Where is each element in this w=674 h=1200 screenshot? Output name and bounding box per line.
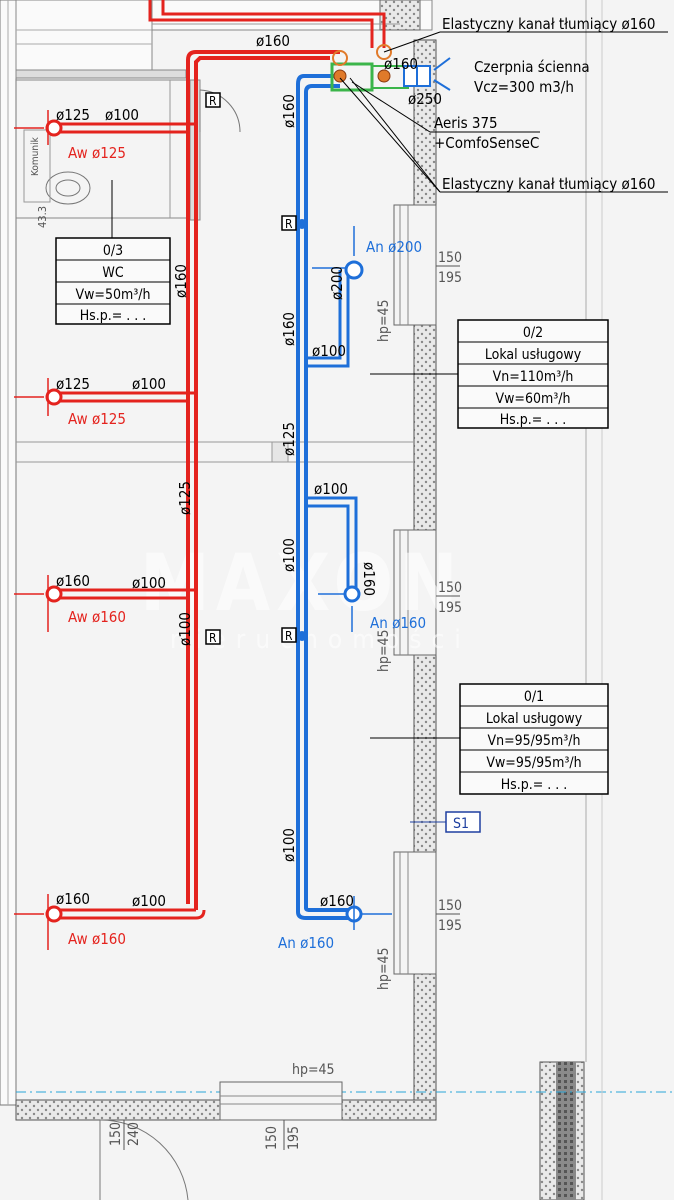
svg-text:R: R	[209, 631, 217, 645]
label-aw125-wc: Aw ø125	[68, 144, 126, 162]
svg-text:Vw=95/95m³/h: Vw=95/95m³/h	[486, 755, 581, 771]
svg-text:Komunik: Komunik	[30, 136, 41, 176]
label-an160-bottom: An ø160	[278, 934, 334, 952]
supply-terminal-2	[343, 585, 361, 603]
label-d250: ø250	[408, 90, 442, 108]
label-elastic-bottom: Elastyczny kanał tłumiący ø160	[442, 175, 655, 193]
room-table-0-3: 0/3 WC Vw=50m³/h Hs.p.= . . .	[55, 180, 171, 325]
exhaust-terminal-2	[45, 388, 63, 406]
label-aw160-3: Aw ø160	[68, 608, 126, 626]
section-marker-s1[interactable]: S1	[410, 811, 481, 833]
label-riser-d100: ø100	[176, 612, 194, 646]
label-d160-mid: ø160	[360, 562, 378, 596]
label-riser-d100-b: ø100	[280, 828, 298, 862]
label-aw160-4: Aw ø160	[68, 930, 126, 948]
label-unit-sensor: +ComfoSenseC	[434, 134, 539, 152]
svg-text:43.3: 43.3	[36, 206, 49, 228]
svg-text:hp=45: hp=45	[376, 629, 392, 672]
svg-text:hp=45: hp=45	[376, 947, 392, 990]
svg-text:Vw=60m³/h: Vw=60m³/h	[495, 391, 570, 407]
label-d100-4: ø100	[132, 892, 166, 910]
svg-text:150: 150	[108, 1122, 124, 1146]
label-riser-d100: ø100	[280, 538, 298, 572]
label-d100-upper: ø100	[312, 342, 346, 360]
label-riser-d160: ø160	[280, 94, 298, 128]
window-frames	[219, 204, 437, 1121]
label-unit-d160: ø160	[384, 55, 418, 73]
svg-text:195: 195	[286, 1126, 302, 1150]
svg-text:240: 240	[126, 1122, 142, 1146]
label-d100-3: ø100	[132, 574, 166, 592]
room-table-0-1: 0/1 Lokal usługowy Vn=95/95m³/h Vw=95/95…	[370, 683, 609, 795]
label-d100-wc: ø100	[105, 106, 139, 124]
room-table-0-2: 0/2 Lokal usługowy Vn=110m³/h Vw=60m³/h …	[370, 319, 609, 429]
label-d125-2: ø125	[56, 375, 90, 393]
svg-text:Lokal usługowy: Lokal usługowy	[486, 711, 583, 727]
svg-text:R: R	[285, 217, 293, 231]
label-aw125-2: Aw ø125	[68, 410, 126, 428]
svg-text:Vn=95/95m³/h: Vn=95/95m³/h	[488, 733, 581, 749]
svg-text:0/2: 0/2	[523, 325, 543, 341]
label-riser-d125: ø125	[176, 481, 194, 515]
svg-text:195: 195	[438, 270, 462, 286]
label-an160-mid: An ø160	[370, 614, 426, 632]
window-dimensions: 150 195 hp=45 150 195 hp=45 150 195 hp=4…	[292, 250, 462, 1078]
svg-text:150: 150	[264, 1126, 280, 1150]
svg-text:R: R	[285, 629, 293, 643]
label-riser-d125: ø125	[280, 422, 298, 456]
bottom-dimensions: 150 240 150 195	[108, 1120, 302, 1150]
svg-text:Vn=110m³/h: Vn=110m³/h	[493, 369, 574, 385]
supply-terminal-1	[344, 260, 364, 280]
svg-text:Hs.p.= . . .: Hs.p.= . . .	[500, 412, 567, 428]
label-elastic-top: Elastyczny kanał tłumiący ø160	[442, 15, 655, 33]
svg-text:Vw=50m³/h: Vw=50m³/h	[75, 287, 150, 303]
label-d160-bottom: ø160	[320, 892, 354, 910]
svg-text:S1: S1	[453, 816, 469, 832]
label-d100-2: ø100	[132, 375, 166, 393]
exhaust-terminal-3	[45, 585, 63, 603]
svg-text:Hs.p.= . . .: Hs.p.= . . .	[501, 777, 568, 793]
label-an200: An ø200	[366, 238, 422, 256]
unit-annotations: Elastyczny kanał tłumiący ø160 ø160 ø250…	[339, 15, 668, 193]
svg-text:0/3: 0/3	[103, 243, 123, 259]
supply-labels: An ø200 ø200 ø100 ø100 ø160 An ø160 ø160…	[278, 94, 426, 952]
label-d160-3: ø160	[56, 572, 90, 590]
svg-text:150: 150	[438, 580, 462, 596]
svg-text:150: 150	[438, 250, 462, 266]
label-d100-mid: ø100	[314, 480, 348, 498]
svg-text:195: 195	[438, 600, 462, 616]
svg-text:0/1: 0/1	[524, 689, 544, 705]
label-d200: ø200	[328, 266, 346, 300]
svg-text:hp=45: hp=45	[292, 1062, 335, 1078]
svg-text:150: 150	[438, 898, 462, 914]
label-vcz: Vcz=300 m3/h	[474, 78, 574, 96]
label-riser-d160: ø160	[172, 264, 190, 298]
label-intake: Czerpnia ścienna	[474, 58, 590, 76]
supply-system: R R	[281, 74, 392, 930]
hrv-unit	[330, 44, 431, 92]
svg-text:hp=45: hp=45	[376, 299, 392, 342]
svg-text:Lokal usługowy: Lokal usługowy	[485, 347, 582, 363]
svg-text:195: 195	[438, 918, 462, 934]
exhaust-system: R R	[14, 0, 386, 950]
label-d160-4: ø160	[56, 890, 90, 908]
svg-text:WC: WC	[102, 265, 123, 281]
exhaust-terminal-1	[45, 119, 63, 137]
label-d125-wc: ø125	[56, 106, 90, 124]
exhaust-labels: ø125 ø100 Aw ø125 ø125 ø100 Aw ø125 ø160…	[56, 32, 290, 948]
room-small-labels: Komunik 43.3	[30, 136, 49, 228]
exhaust-terminal-4	[45, 905, 63, 923]
svg-text:Hs.p.= . . .: Hs.p.= . . .	[80, 308, 147, 324]
label-unit-name: Aeris 375	[434, 114, 498, 132]
svg-text:R: R	[209, 94, 217, 108]
label-riser-d160-b: ø160	[280, 312, 298, 346]
label-top-d160: ø160	[256, 32, 290, 50]
